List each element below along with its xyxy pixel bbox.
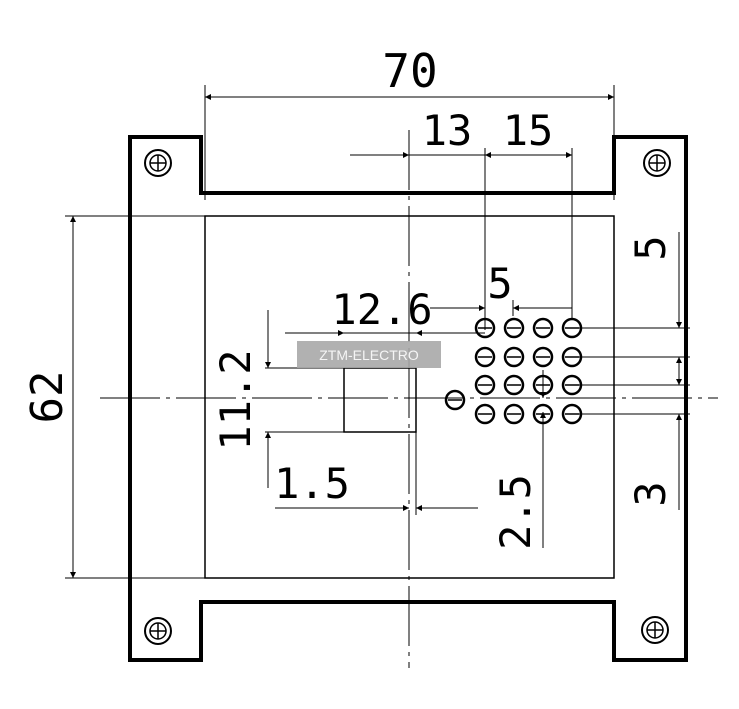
pin-2-2 — [503, 346, 525, 368]
key-pin — [444, 389, 466, 411]
pin-3-1 — [474, 374, 496, 396]
frame-outline — [128, 135, 688, 662]
watermark-text: ZTM-ELECTRO — [319, 346, 419, 363]
mounting-hole-br — [641, 616, 669, 644]
dim-right-3-label: 3 — [626, 481, 675, 506]
dim-70-label: 70 — [382, 44, 437, 98]
dim-13-label: 13 — [422, 106, 473, 155]
mounting-hole-tl — [144, 149, 172, 177]
dim-62-label: 62 — [22, 371, 73, 424]
pin-1-2 — [503, 317, 525, 339]
pin-3-2 — [503, 374, 525, 396]
mounting-hole-bl — [144, 617, 172, 645]
dim-right-5-label: 5 — [626, 235, 675, 260]
pin-4-2 — [503, 403, 525, 425]
dim-5-pitch-label: 5 — [487, 259, 512, 308]
mounting-hole-tr — [643, 149, 671, 177]
pin-2-3 — [532, 346, 554, 368]
dim-1-5-label: 1.5 — [274, 459, 350, 508]
pin-4-1 — [474, 403, 496, 425]
dim-2-5-label: 2.5 — [491, 474, 540, 550]
watermark-badge: ZTM-ELECTRO — [297, 341, 441, 368]
pin-2-1 — [474, 346, 496, 368]
sensor-window — [343, 367, 417, 433]
dim-12-6-label: 12.6 — [331, 285, 432, 334]
dim-11-2-label: 11.2 — [211, 349, 260, 450]
dim-15-label: 15 — [503, 106, 554, 155]
pin-grid — [474, 317, 583, 425]
pin-1-3 — [532, 317, 554, 339]
